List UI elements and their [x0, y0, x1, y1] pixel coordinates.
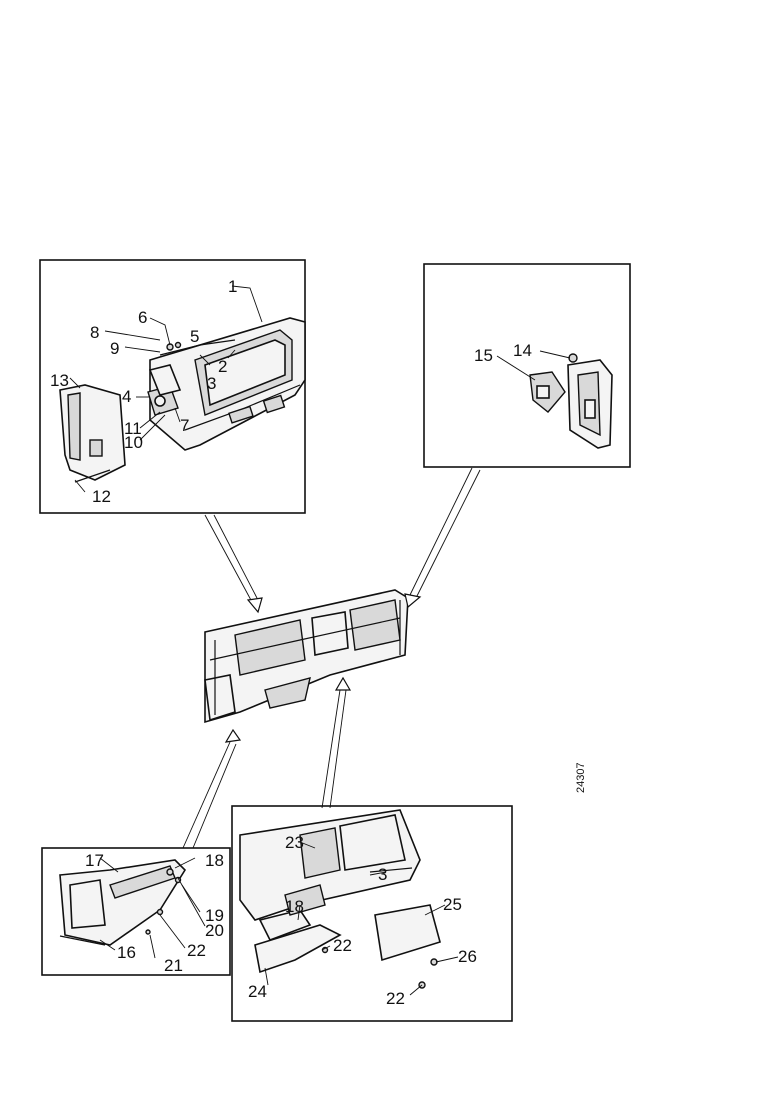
label-10: 10: [124, 433, 143, 452]
label-20: 20: [205, 921, 224, 940]
label-18: 18: [205, 851, 224, 870]
panel-bottom-left: 16 17 18 19 20 21 22: [41, 847, 231, 976]
label-3: 3: [207, 374, 216, 393]
label-4: 4: [122, 387, 131, 406]
panel-top-left: 1 2 3 4 5 6 7 8 9 10 11 12 13: [39, 259, 306, 514]
label-9: 9: [110, 339, 119, 358]
diagram-code: 24307: [575, 762, 587, 793]
label-6: 6: [138, 308, 147, 327]
label-17: 17: [85, 851, 104, 870]
label-3-bottom: 3: [378, 865, 387, 884]
label-14: 14: [513, 341, 532, 360]
panel-top-left-frame: [39, 259, 306, 514]
dashboard-assembly: [204, 589, 409, 724]
label-18-bottom: 18: [285, 897, 304, 916]
label-11: 11: [124, 419, 142, 438]
panel-top-right: 14 15: [423, 263, 631, 468]
label-26: 26: [458, 947, 477, 966]
lower-trim-drawing: [59, 859, 187, 946]
panel-bottom-right: 3 18 22 22 23 24 25 26: [231, 805, 513, 1022]
label-2: 2: [218, 357, 227, 376]
side-cover-drawing: [59, 384, 126, 483]
assembly-arrows: [182, 467, 481, 849]
label-13: 13: [50, 371, 69, 390]
label-5: 5: [190, 327, 199, 346]
label-25: 25: [443, 895, 462, 914]
label-8: 8: [90, 323, 99, 342]
label-7: 7: [180, 416, 189, 435]
label-19: 19: [205, 906, 224, 925]
label-1: 1: [228, 277, 237, 296]
glovebox-drawing: [239, 809, 441, 989]
label-12: 12: [92, 487, 111, 506]
label-22-mid: 22: [333, 936, 352, 955]
side-panel-drawing: [529, 353, 613, 449]
label-16: 16: [117, 943, 136, 962]
panel-bottom-left-frame: [41, 847, 231, 976]
dashboard-top-section-drawing: [147, 317, 306, 451]
label-22: 22: [187, 941, 206, 960]
label-21: 21: [164, 956, 183, 975]
label-23: 23: [285, 833, 304, 852]
label-15: 15: [474, 346, 493, 365]
label-22-lower: 22: [386, 989, 405, 1008]
label-24: 24: [248, 982, 267, 1001]
panel-bottom-right-frame: [231, 805, 513, 1022]
panel-top-right-frame: [423, 263, 631, 468]
